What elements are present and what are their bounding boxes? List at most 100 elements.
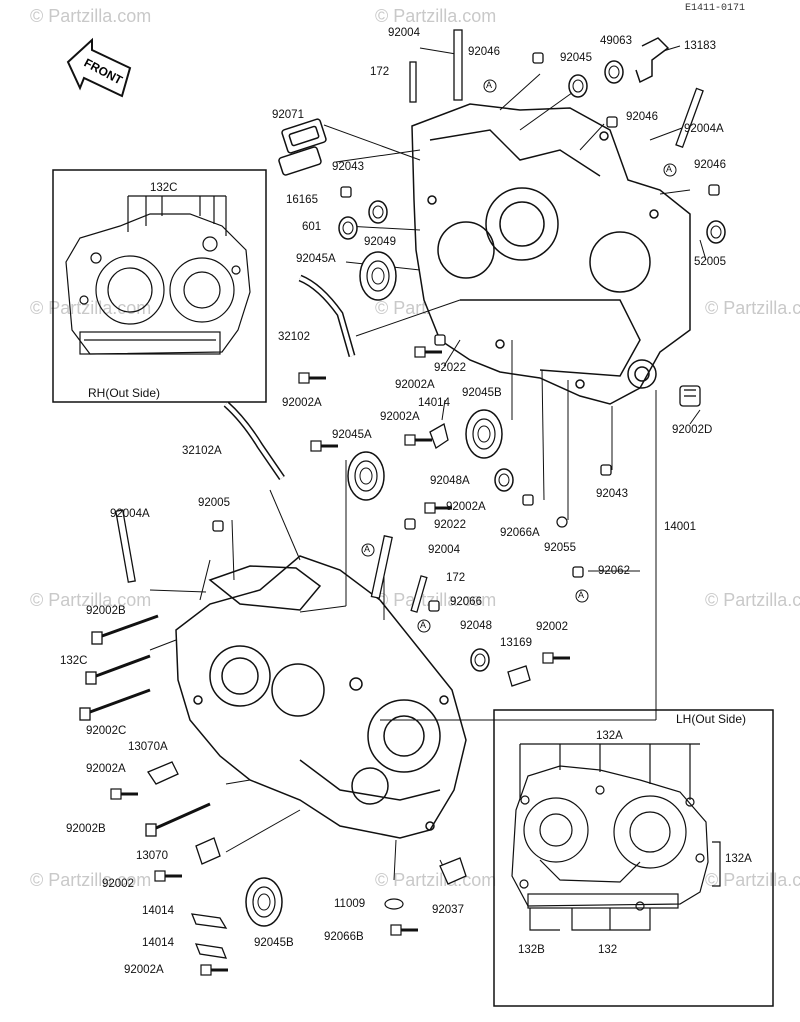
washer-92055 [556,516,568,528]
part-label: 92002A [395,379,435,391]
ref-mark: A [666,164,673,174]
dowel-92066a [522,494,534,506]
part-label: 16165 [286,194,318,206]
inset-lh-frame [493,709,774,1007]
plate-14014 [190,913,228,929]
inset-rh-label: 132C [150,182,178,194]
ref-mark: A [420,620,427,630]
dowel-92046 [606,116,618,128]
seal-92048a [494,468,514,492]
dowel-92022 [434,334,446,346]
part-label: 92004A [110,508,150,520]
part-label: 92002A [446,501,486,513]
stud-92004a-lower [115,509,136,583]
part-label: 13169 [500,637,532,649]
stud-parts [115,29,704,613]
seal-52005 [706,220,726,244]
washer-11009 [384,898,404,910]
seal-92049 [368,200,388,224]
part-label: 92002A [282,397,322,409]
bolt-92002a [309,439,340,453]
part-label: 92066 [450,596,482,608]
dowel-92022-lower [404,518,416,530]
part-label: 92046 [626,111,658,123]
plate-92037 [439,857,467,885]
part-label: 52005 [694,256,726,268]
part-label: 32102 [278,331,310,343]
ref-mark: A [486,80,493,90]
bolt-head [91,631,103,645]
seal-601 [338,216,358,240]
watermark: © Partzilla.com [375,6,497,26]
part-label: 92048 [460,620,492,632]
inset-lh-label: 132A [725,853,752,865]
part-label: 92002A [380,411,420,423]
plate-13070a [147,761,179,785]
dowel-92043 [340,186,352,198]
inset-rh-title: RH(Out Side) [88,386,161,400]
plate-14014 [429,423,449,449]
part-label: 172 [370,66,390,78]
leader-lines [149,45,707,881]
part-label: 13183 [684,40,716,52]
bolt-92002a [109,787,140,801]
inset-lh-crankcase-drawing [511,743,721,931]
bolt-92002a [199,963,230,977]
part-label: 92004 [388,27,420,39]
bearing-92045a-lower [347,451,385,501]
part-label: 132C [60,655,88,667]
bearing-92045a [359,251,397,301]
stud-172-upper [409,61,417,103]
dowel-92066 [428,600,440,612]
part-label: 14014 [142,905,174,917]
part-label: 13070A [128,741,168,753]
part-label: 92037 [432,904,464,916]
long-bolts [79,614,211,837]
ref-marks [361,79,677,633]
part-label: 92004A [684,123,724,135]
inset-rh-frame [52,169,267,403]
part-label: 92062 [598,565,630,577]
watermark: © Partzilla.com [30,298,152,318]
ref-mark: A [364,544,371,554]
watermark: © Partzilla.com [705,870,800,890]
part-label: 92002D [672,424,713,436]
part-label: 92043 [596,488,628,500]
bolt-92002a [403,433,434,447]
part-label: 92071 [272,109,304,121]
part-label: 92066B [324,931,364,943]
inset-rh-crankcase-drawing [65,195,251,355]
part-label: 92045B [462,387,502,399]
part-label: 92046 [694,159,726,171]
part-label: 92002 [102,878,134,890]
stud-172-lower [410,575,428,613]
part-label: 14014 [418,397,450,409]
plate-13070 [195,837,221,865]
dowel-92062 [572,566,584,578]
seal-92045 [568,74,588,98]
watermark: © Partzilla.com [705,590,800,610]
inset-lh-label: 132A [596,730,623,742]
watermark: © Partzilla.com [705,298,800,318]
part-label: 92005 [198,497,230,509]
stud-92004 [453,29,463,101]
part-label: 92002B [86,605,126,617]
part-label: 92002 [536,621,568,633]
pipe-32102 [298,274,356,357]
dowel-92043-lower [600,464,612,476]
dowel-92046 [708,184,720,196]
bearing-92045b-lower [245,877,283,927]
bolt-92002 [153,869,184,883]
bolt-92002 [541,651,572,665]
watermark: © Partzilla.com [30,870,152,890]
bolt-92002a [413,345,444,359]
part-label: 92045A [296,253,336,265]
plug-92002d [679,385,701,407]
plate-16165 [278,146,322,176]
part-label: 92004 [428,544,460,556]
part-label: 14001 [664,521,696,533]
stud-92004a-upper [675,87,704,149]
plate-14014 [194,943,228,959]
